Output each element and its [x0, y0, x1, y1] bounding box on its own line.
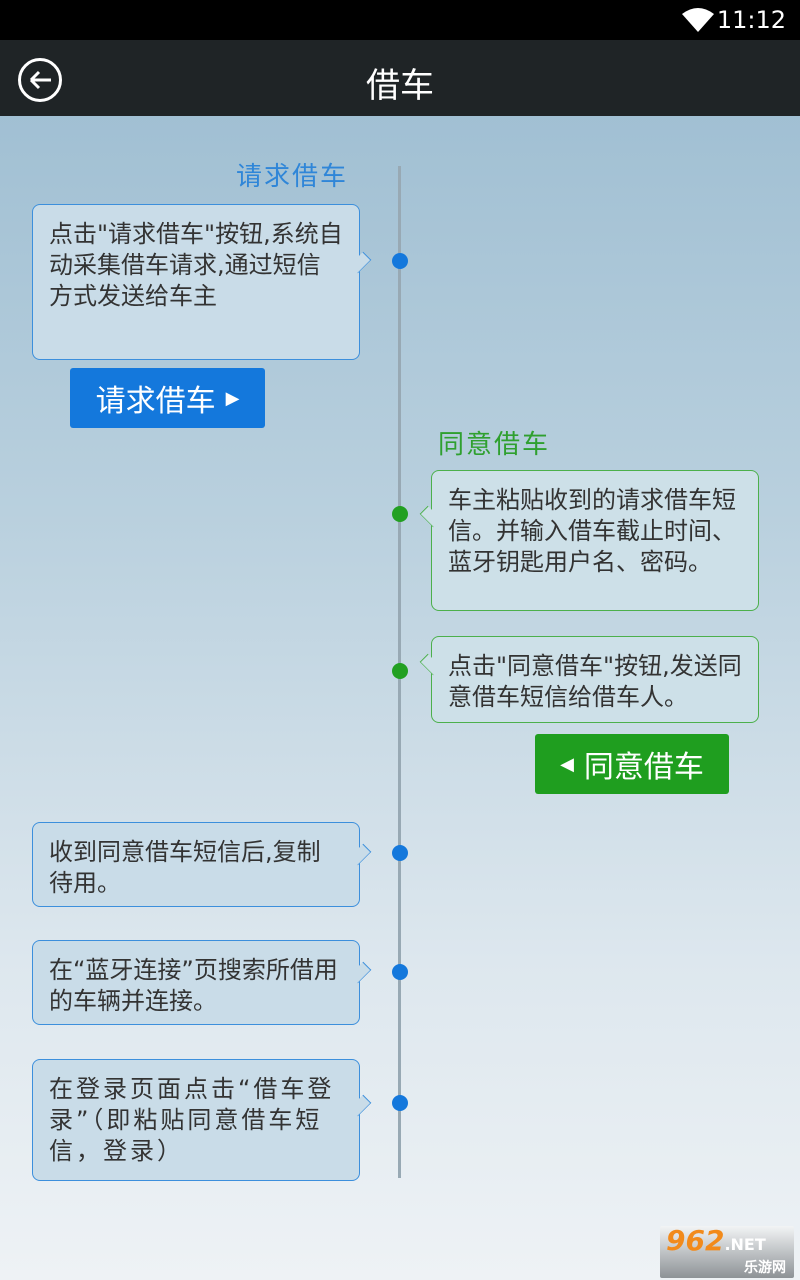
- logo-suffix: .NET: [724, 1235, 766, 1254]
- back-button[interactable]: [18, 58, 62, 102]
- logo-cn: 乐游网: [744, 1260, 786, 1276]
- triangle-right-icon: ▶: [225, 387, 240, 409]
- timeline-dot: [392, 845, 408, 861]
- logo-brand: 962: [666, 1224, 725, 1257]
- timeline-dot: [392, 506, 408, 522]
- step-text: 收到同意借车短信后,复制待用。: [49, 838, 321, 897]
- status-bar: 11:12: [0, 0, 800, 40]
- agree-bubble-2: 点击"同意借车"按钮,发送同意借车短信给借车人。: [431, 636, 759, 723]
- step-text: 在“蓝牙连接”页搜索所借用的车辆并连接。: [49, 956, 338, 1015]
- button-label: 请求借车: [95, 384, 216, 419]
- back-arrow-icon: [29, 70, 51, 90]
- wifi-icon: [682, 8, 714, 32]
- request-heading: 请求借车: [236, 162, 349, 192]
- button-label: 同意借车: [583, 750, 704, 785]
- request-bubble: 点击"请求借车"按钮,系统自动采集借车请求,通过短信方式发送给车主: [32, 204, 360, 360]
- step-bubble-5: 在登录页面点击“借车登录”（即粘贴同意借车短信，登录）: [32, 1059, 360, 1181]
- agree-bubble-1: 车主粘贴收到的请求借车短信。并输入借车截止时间、蓝牙钥匙用户名、密码。: [431, 470, 759, 611]
- timeline-dot: [392, 964, 408, 980]
- triangle-left-icon: ◀: [560, 753, 574, 775]
- agree-borrow-button[interactable]: ◀ 同意借车: [535, 734, 729, 794]
- timeline-dot: [392, 663, 408, 679]
- agree-text-2: 点击"同意借车"按钮,发送同意借车短信给借车人。: [448, 652, 742, 711]
- request-text: 点击"请求借车"按钮,系统自动采集借车请求,通过短信方式发送给车主: [49, 220, 343, 310]
- title-bar: 借车: [0, 40, 800, 116]
- agree-heading: 同意借车: [438, 430, 551, 460]
- step-bubble-3: 收到同意借车短信后,复制待用。: [32, 822, 360, 907]
- clock: 11:12: [716, 6, 786, 34]
- timeline-dot: [392, 1095, 408, 1111]
- watermark-logo: 962.NET 乐游网: [660, 1226, 794, 1278]
- page-title: 借车: [366, 66, 434, 106]
- agree-text-1: 车主粘贴收到的请求借车短信。并输入借车截止时间、蓝牙钥匙用户名、密码。: [448, 486, 736, 576]
- timeline-dot: [392, 253, 408, 269]
- step-bubble-4: 在“蓝牙连接”页搜索所借用的车辆并连接。: [32, 940, 360, 1025]
- step-text: 在登录页面点击“借车登录”（即粘贴同意借车短信，登录）: [49, 1075, 335, 1165]
- request-borrow-button[interactable]: 请求借车 ▶: [70, 368, 265, 428]
